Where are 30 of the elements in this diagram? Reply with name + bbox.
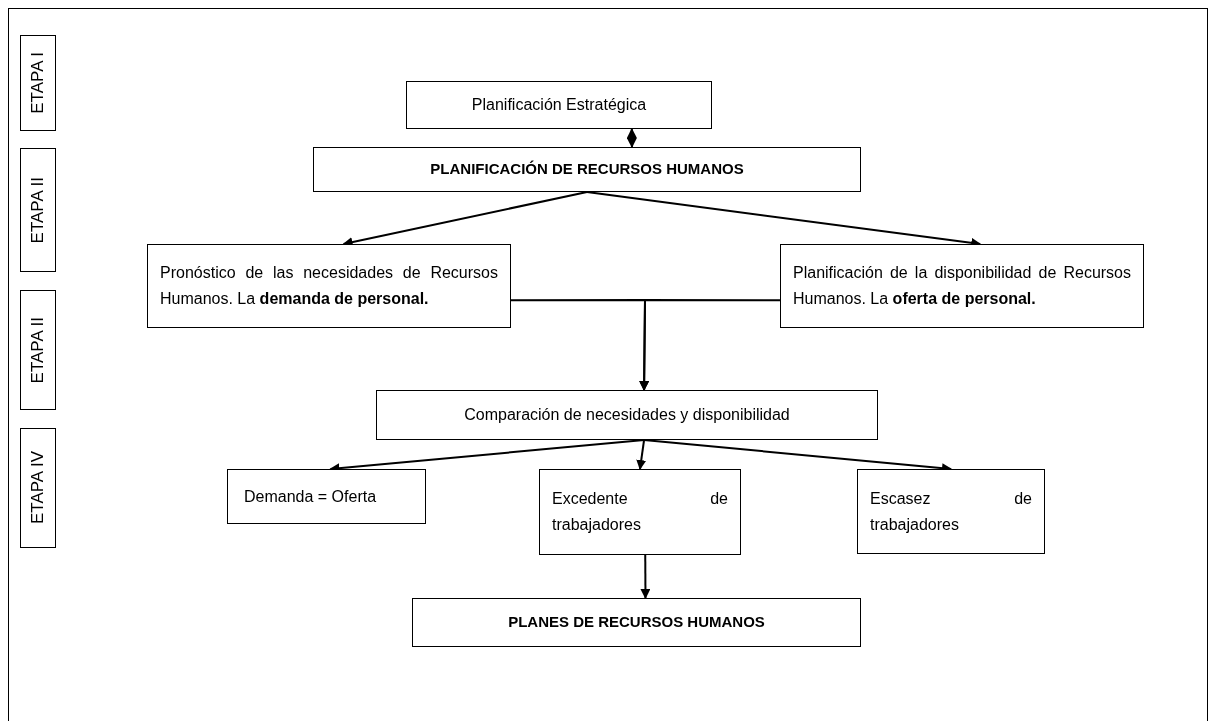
stage-box bbox=[20, 290, 56, 410]
box-text: Escasez de trabajadores bbox=[870, 488, 1032, 535]
box-text: Pronóstico de las necesidades de Recursos Humanos. La demanda de personal. bbox=[160, 263, 498, 309]
box-text: PLANES DE RECURSOS HUMANOS bbox=[507, 612, 766, 633]
process-box bbox=[376, 390, 878, 440]
process-box bbox=[857, 469, 1045, 554]
arrow bbox=[636, 439, 647, 470]
arrow bbox=[639, 299, 781, 391]
process-box bbox=[227, 469, 426, 524]
title-box bbox=[313, 147, 861, 192]
process-box bbox=[406, 81, 712, 129]
arrow bbox=[626, 128, 637, 148]
stage-box bbox=[20, 148, 56, 272]
box-text: PLANIFICACIÓN DE RECURSOS HUMANOS bbox=[429, 159, 745, 180]
stage-box bbox=[20, 35, 56, 131]
process-box bbox=[780, 244, 1144, 328]
box-text: Planificación de la disponibilidad de Recursos Humanos. La oferta de personal. bbox=[793, 263, 1131, 309]
stage-label: ETAPA I bbox=[27, 52, 49, 114]
box-text: Excedente de trabajadores bbox=[552, 489, 728, 535]
stage-label: ETAPA II bbox=[27, 316, 49, 384]
process-box bbox=[539, 469, 741, 555]
stage-label: ETAPA IV bbox=[27, 451, 49, 525]
box-text: Demanda = Oferta bbox=[244, 486, 377, 507]
box-text: Planificación Estratégica bbox=[470, 95, 648, 115]
arrow bbox=[640, 554, 651, 599]
stage-label: ETAPA II bbox=[27, 176, 49, 244]
box-text: Comparación de necesidades y disponibilidad bbox=[463, 405, 791, 425]
title-box bbox=[412, 598, 861, 647]
stage-box bbox=[20, 428, 56, 548]
process-box bbox=[147, 244, 511, 328]
